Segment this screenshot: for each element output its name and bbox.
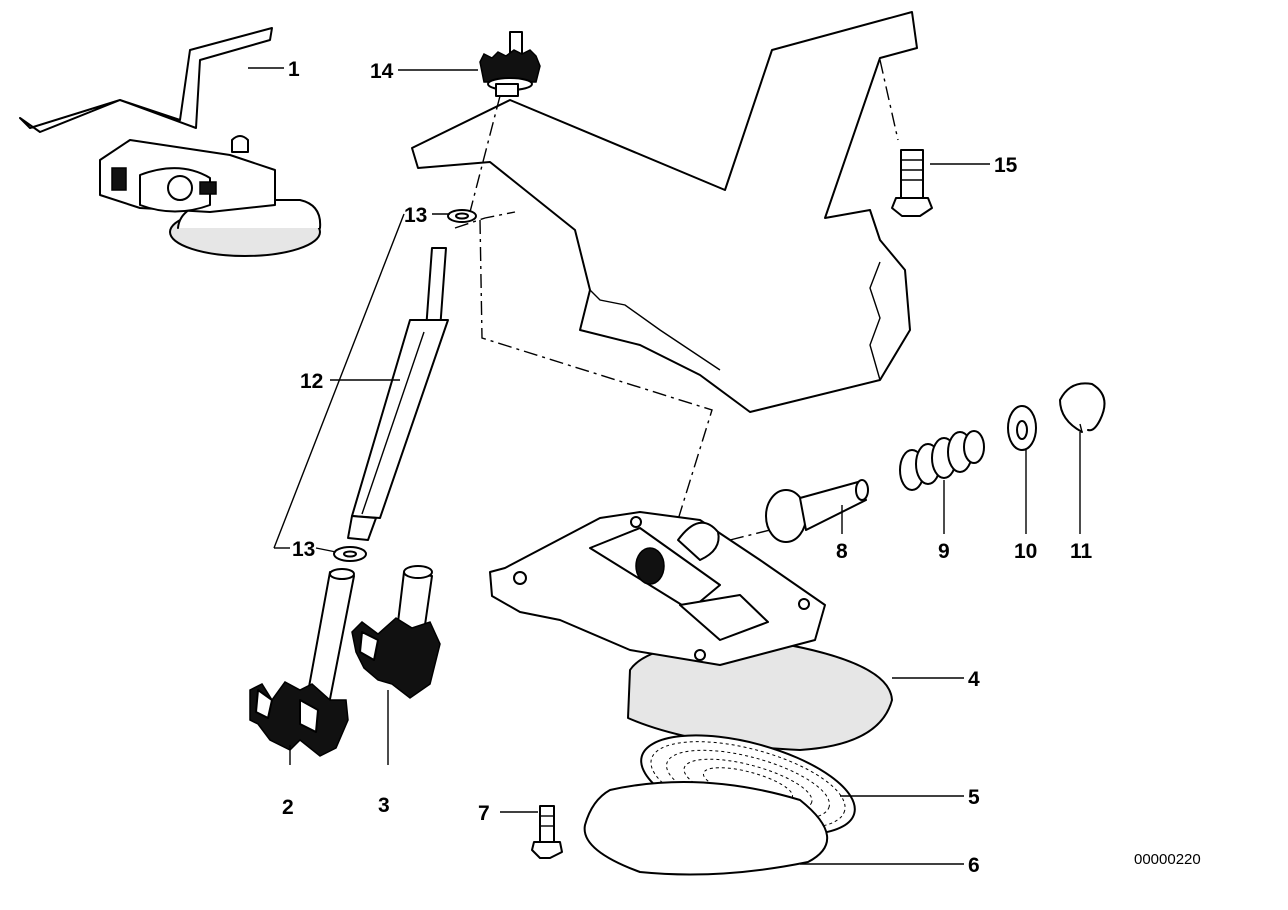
callout-4: 4 bbox=[968, 668, 980, 691]
callout-6: 6 bbox=[968, 854, 980, 877]
callout-11: 11 bbox=[1070, 540, 1093, 563]
part-15-bolt[interactable] bbox=[891, 149, 933, 217]
part-1-oil-pump-assembly[interactable] bbox=[19, 27, 322, 257]
part-2-inner-rotor-shaft[interactable] bbox=[249, 568, 355, 765]
part-9-spring[interactable] bbox=[899, 430, 985, 534]
part-3-outer-rotor[interactable] bbox=[351, 565, 441, 765]
callout-9: 9 bbox=[938, 540, 950, 563]
callout-13-upper: 13 bbox=[404, 204, 427, 227]
callout-13-lower: 13 bbox=[292, 538, 315, 561]
assembly-center-lines bbox=[454, 59, 899, 611]
part-13-upper-circlip[interactable] bbox=[447, 209, 477, 223]
callout-3: 3 bbox=[378, 794, 390, 817]
part-4-pump-housing[interactable] bbox=[489, 511, 893, 751]
part-6-cover-plate[interactable] bbox=[583, 781, 828, 876]
callout-1: 1 bbox=[288, 58, 300, 81]
part-8-relief-valve-piston[interactable] bbox=[765, 479, 869, 543]
callout-8: 8 bbox=[836, 540, 848, 563]
part-10-washer[interactable] bbox=[1007, 405, 1037, 534]
callout-leader-lines bbox=[248, 67, 990, 865]
callout-2: 2 bbox=[282, 796, 294, 819]
callout-15: 15 bbox=[994, 154, 1018, 177]
part-7-screw[interactable] bbox=[531, 805, 563, 859]
callout-14: 14 bbox=[370, 60, 394, 83]
diagram-reference-code: 00000220 bbox=[1134, 851, 1201, 868]
part-11-snap-ring[interactable] bbox=[1059, 382, 1106, 534]
callout-10: 10 bbox=[1014, 540, 1037, 563]
part-14-drive-gear[interactable] bbox=[479, 31, 541, 97]
part-13-lower-circlip[interactable] bbox=[333, 546, 367, 562]
callout-5: 5 bbox=[968, 786, 980, 809]
callout-12: 12 bbox=[300, 370, 323, 393]
part-12-drive-shaft[interactable] bbox=[347, 247, 449, 541]
callout-7: 7 bbox=[478, 802, 490, 825]
engine-block-outline bbox=[411, 11, 918, 413]
callout-labels: 1 2 3 4 5 6 7 8 9 10 11 12 13 13 14 15 0… bbox=[282, 58, 1201, 877]
